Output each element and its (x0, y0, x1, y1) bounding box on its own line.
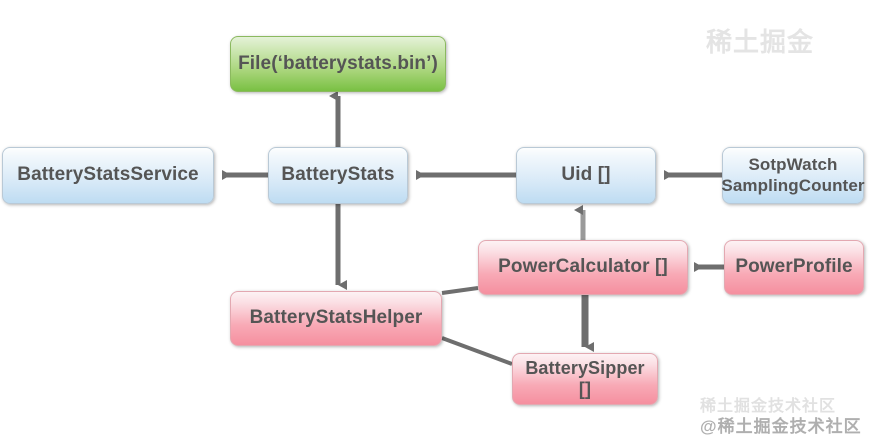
node-battery-stats-service[interactable]: BatteryStatsService (2, 147, 214, 204)
node-uid[interactable]: Uid [] (516, 147, 656, 204)
node-file[interactable]: File(‘batterystats.bin’) (230, 36, 446, 92)
node-battery-sipper-label: BatterySipper [] (525, 357, 645, 399)
node-power-calculator-label: PowerCalculator [] (498, 256, 668, 278)
node-power-profile-label: PowerProfile (735, 256, 853, 278)
node-sotp-watch-sampling-counter-label: SotpWatch SamplingCounter (721, 155, 865, 195)
node-battery-stats-label: BatteryStats (281, 164, 395, 186)
edge-helper-to-battery-sipper (441, 336, 513, 366)
node-battery-stats[interactable]: BatteryStats (268, 147, 408, 204)
edge-helper-to-power-calculator (441, 286, 479, 295)
node-battery-stats-service-label: BatteryStatsService (17, 164, 199, 186)
watermark-bottom-right-line1: 稀土掘金技术社区 (700, 398, 837, 415)
node-uid-label: Uid [] (561, 164, 611, 186)
node-battery-stats-helper-label: BatteryStatsHelper (249, 307, 423, 329)
watermark-top-right: 稀土掘金 (706, 27, 815, 57)
node-power-profile[interactable]: PowerProfile (724, 240, 864, 295)
node-file-label: File(‘batterystats.bin’) (238, 52, 438, 74)
node-battery-sipper[interactable]: BatterySipper [] (512, 353, 658, 405)
watermark-bottom-right-line2: @稀土掘金技术社区 (700, 417, 862, 436)
node-battery-stats-helper[interactable]: BatteryStatsHelper (230, 291, 442, 346)
node-sotp-watch-sampling-counter[interactable]: SotpWatch SamplingCounter (721, 147, 865, 204)
node-power-calculator[interactable]: PowerCalculator [] (478, 240, 688, 295)
